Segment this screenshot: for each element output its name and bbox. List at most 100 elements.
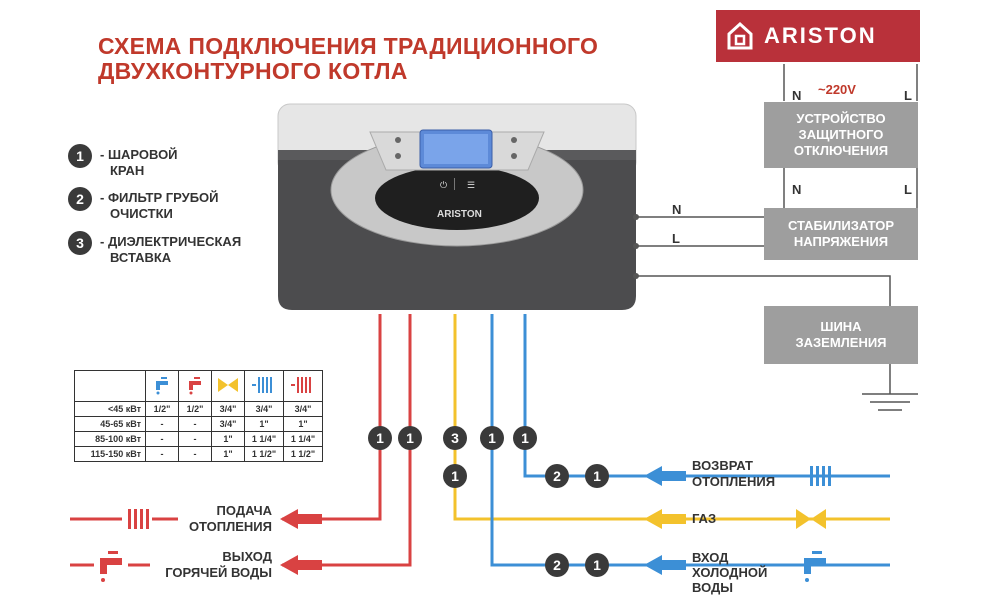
table-cell: 1": [211, 431, 245, 447]
table-cell: -: [178, 431, 212, 447]
stabilizer-l-label: L: [904, 182, 912, 197]
table-cell: 1 1/4": [244, 431, 284, 447]
marker-filter: 2: [545, 553, 569, 577]
rcd-box: УСТРОЙСТВО ЗАЩИТНОГО ОТКЛЮЧЕНИЯ: [764, 102, 918, 168]
marker-ball-valve: 1: [480, 426, 504, 450]
boiler-unit: ⏻ ☰ ARISTON: [277, 103, 637, 310]
gas-valve-icon: [796, 509, 826, 529]
legend-text: - ФИЛЬТР ГРУБОЙ: [100, 190, 219, 205]
label-heating-supply: ПОДАЧА ОТОПЛЕНИЯ: [170, 503, 272, 535]
arrow-gas: [644, 509, 686, 529]
stabilizer-text: СТАБИЛИЗАТОР: [787, 218, 894, 233]
pipe-return: [523, 314, 890, 478]
label-text: ВХОД: [692, 550, 729, 565]
table-cell: -: [178, 446, 212, 462]
rcd-n-label: N: [792, 88, 802, 103]
voltage-label: ~220V: [818, 82, 856, 97]
col-heating-return: [244, 370, 284, 402]
col-hot-water: [178, 370, 212, 402]
col-cold-water: [145, 370, 179, 402]
table-cell: -: [145, 416, 179, 432]
rcd-text: УСТРОЙСТВО: [796, 111, 886, 126]
table-cell: 3/4": [211, 416, 245, 432]
ground-text: ШИНА: [820, 319, 862, 334]
table-cell: -: [178, 416, 212, 432]
table-row: 115-150 кВт - - 1" 1 1/2" 1 1/2": [74, 446, 323, 462]
legend-number: 1: [68, 144, 92, 168]
pipe-cold-water: [490, 314, 890, 567]
pipe-hot-water: [282, 314, 412, 567]
ground-text: ЗАЗЕМЛЕНИЯ: [795, 335, 887, 350]
table-cell: 1": [244, 416, 284, 432]
arrow-return: [644, 466, 686, 486]
legend-number: 3: [68, 231, 92, 255]
col-heating-supply: [283, 370, 323, 402]
row-power: <45 кВт: [74, 401, 146, 417]
title-line-1: СХЕМА ПОДКЛЮЧЕНИЯ ТРАДИЦИОННОГО: [98, 33, 599, 59]
radiator-icon: [291, 377, 311, 393]
faucet-icon: [804, 551, 826, 582]
legend-text: - ШАРОВОЙ: [100, 147, 178, 162]
table-cell: 1/2": [178, 401, 212, 417]
wire-n-label: N: [672, 202, 682, 217]
pipe-size-table: <45 кВт 1/2" 1/2" 3/4" 3/4" 3/4" 45-65 к…: [74, 370, 323, 462]
arrow-cold-water: [644, 555, 686, 575]
diagram-title: СХЕМА ПОДКЛЮЧЕНИЯ ТРАДИЦИОННОГО ДВУХКОНТ…: [98, 34, 598, 84]
label-gas: ГАЗ: [692, 511, 717, 526]
brand-logo: ARISTON: [716, 10, 920, 62]
table-row: 45-65 кВт - - 3/4" 1" 1": [74, 416, 323, 432]
rcd-text: ЗАЩИТНОГО: [798, 127, 884, 142]
marker-ball-valve: 1: [513, 426, 537, 450]
arrow-supply: [280, 509, 322, 529]
marker-ball-valve: 1: [368, 426, 392, 450]
label-text: ОТОПЛЕНИЯ: [188, 519, 272, 534]
row-power: 115-150 кВт: [74, 446, 146, 462]
wire-l-label: L: [672, 231, 680, 246]
radiator-icon: [252, 377, 272, 393]
label-hot-water-out: ВЫХОД ГОРЯЧЕЙ ВОДЫ: [150, 549, 272, 581]
label-text: ГОРЯЧЕЙ ВОДЫ: [165, 565, 272, 580]
wire-ground: [636, 275, 891, 306]
label-text: ПОДАЧА: [216, 503, 272, 518]
legend-text: ВСТАВКА: [110, 250, 172, 265]
table-cell: 1/2": [145, 401, 179, 417]
brand-name: ARISTON: [764, 23, 877, 48]
radiator-icon: [128, 509, 149, 529]
marker-ball-valve: 1: [585, 464, 609, 488]
row-power: 85-100 кВт: [74, 431, 146, 447]
label-cold-water-in: ВХОД ХОЛОДНОЙ ВОДЫ: [692, 550, 767, 595]
stabilizer-text: НАПРЯЖЕНИЯ: [793, 234, 889, 249]
stabilizer-n-label: N: [792, 182, 802, 197]
label-text: ВОДЫ: [692, 580, 733, 595]
table-cell: 1 1/4": [283, 431, 323, 447]
table-cell: 1 1/2": [283, 446, 323, 462]
col-gas: [211, 370, 245, 402]
table-cell: 3/4": [211, 401, 245, 417]
table-cell: -: [145, 431, 179, 447]
table-row: <45 кВт 1/2" 1/2" 3/4" 3/4" 3/4": [74, 401, 323, 417]
marker-dielectric: 3: [443, 426, 467, 450]
house-icon: [727, 21, 753, 50]
label-text: ХОЛОДНОЙ: [692, 565, 768, 580]
marker-filter: 2: [545, 464, 569, 488]
marker-ball-valve: 1: [398, 426, 422, 450]
table-row: 85-100 кВт - - 1" 1 1/4" 1 1/4": [74, 431, 323, 447]
svg-text:☰: ☰: [467, 180, 475, 190]
pipe-gas: [453, 314, 890, 521]
faucet-icon: [156, 377, 168, 395]
faucet-icon: [100, 551, 122, 582]
legend-text: ОЧИСТКИ: [110, 206, 173, 221]
table-cell: 1 1/2": [244, 446, 284, 462]
label-text: ВЫХОД: [222, 549, 272, 564]
label-text: ОТОПЛЕНИЯ: [692, 474, 776, 489]
stabilizer-box: СТАБИЛИЗАТОР НАПРЯЖЕНИЯ: [764, 208, 918, 260]
marker-ball-valve: 1: [443, 464, 467, 488]
table-cell: 3/4": [283, 401, 323, 417]
table-cell: 3/4": [244, 401, 284, 417]
ground-bus-box: ШИНА ЗАЗЕМЛЕНИЯ: [764, 306, 918, 364]
legend-text: - ДИЭЛЕКТРИЧЕСКАЯ: [100, 234, 242, 249]
boiler-brand: ARISTON: [437, 209, 482, 220]
